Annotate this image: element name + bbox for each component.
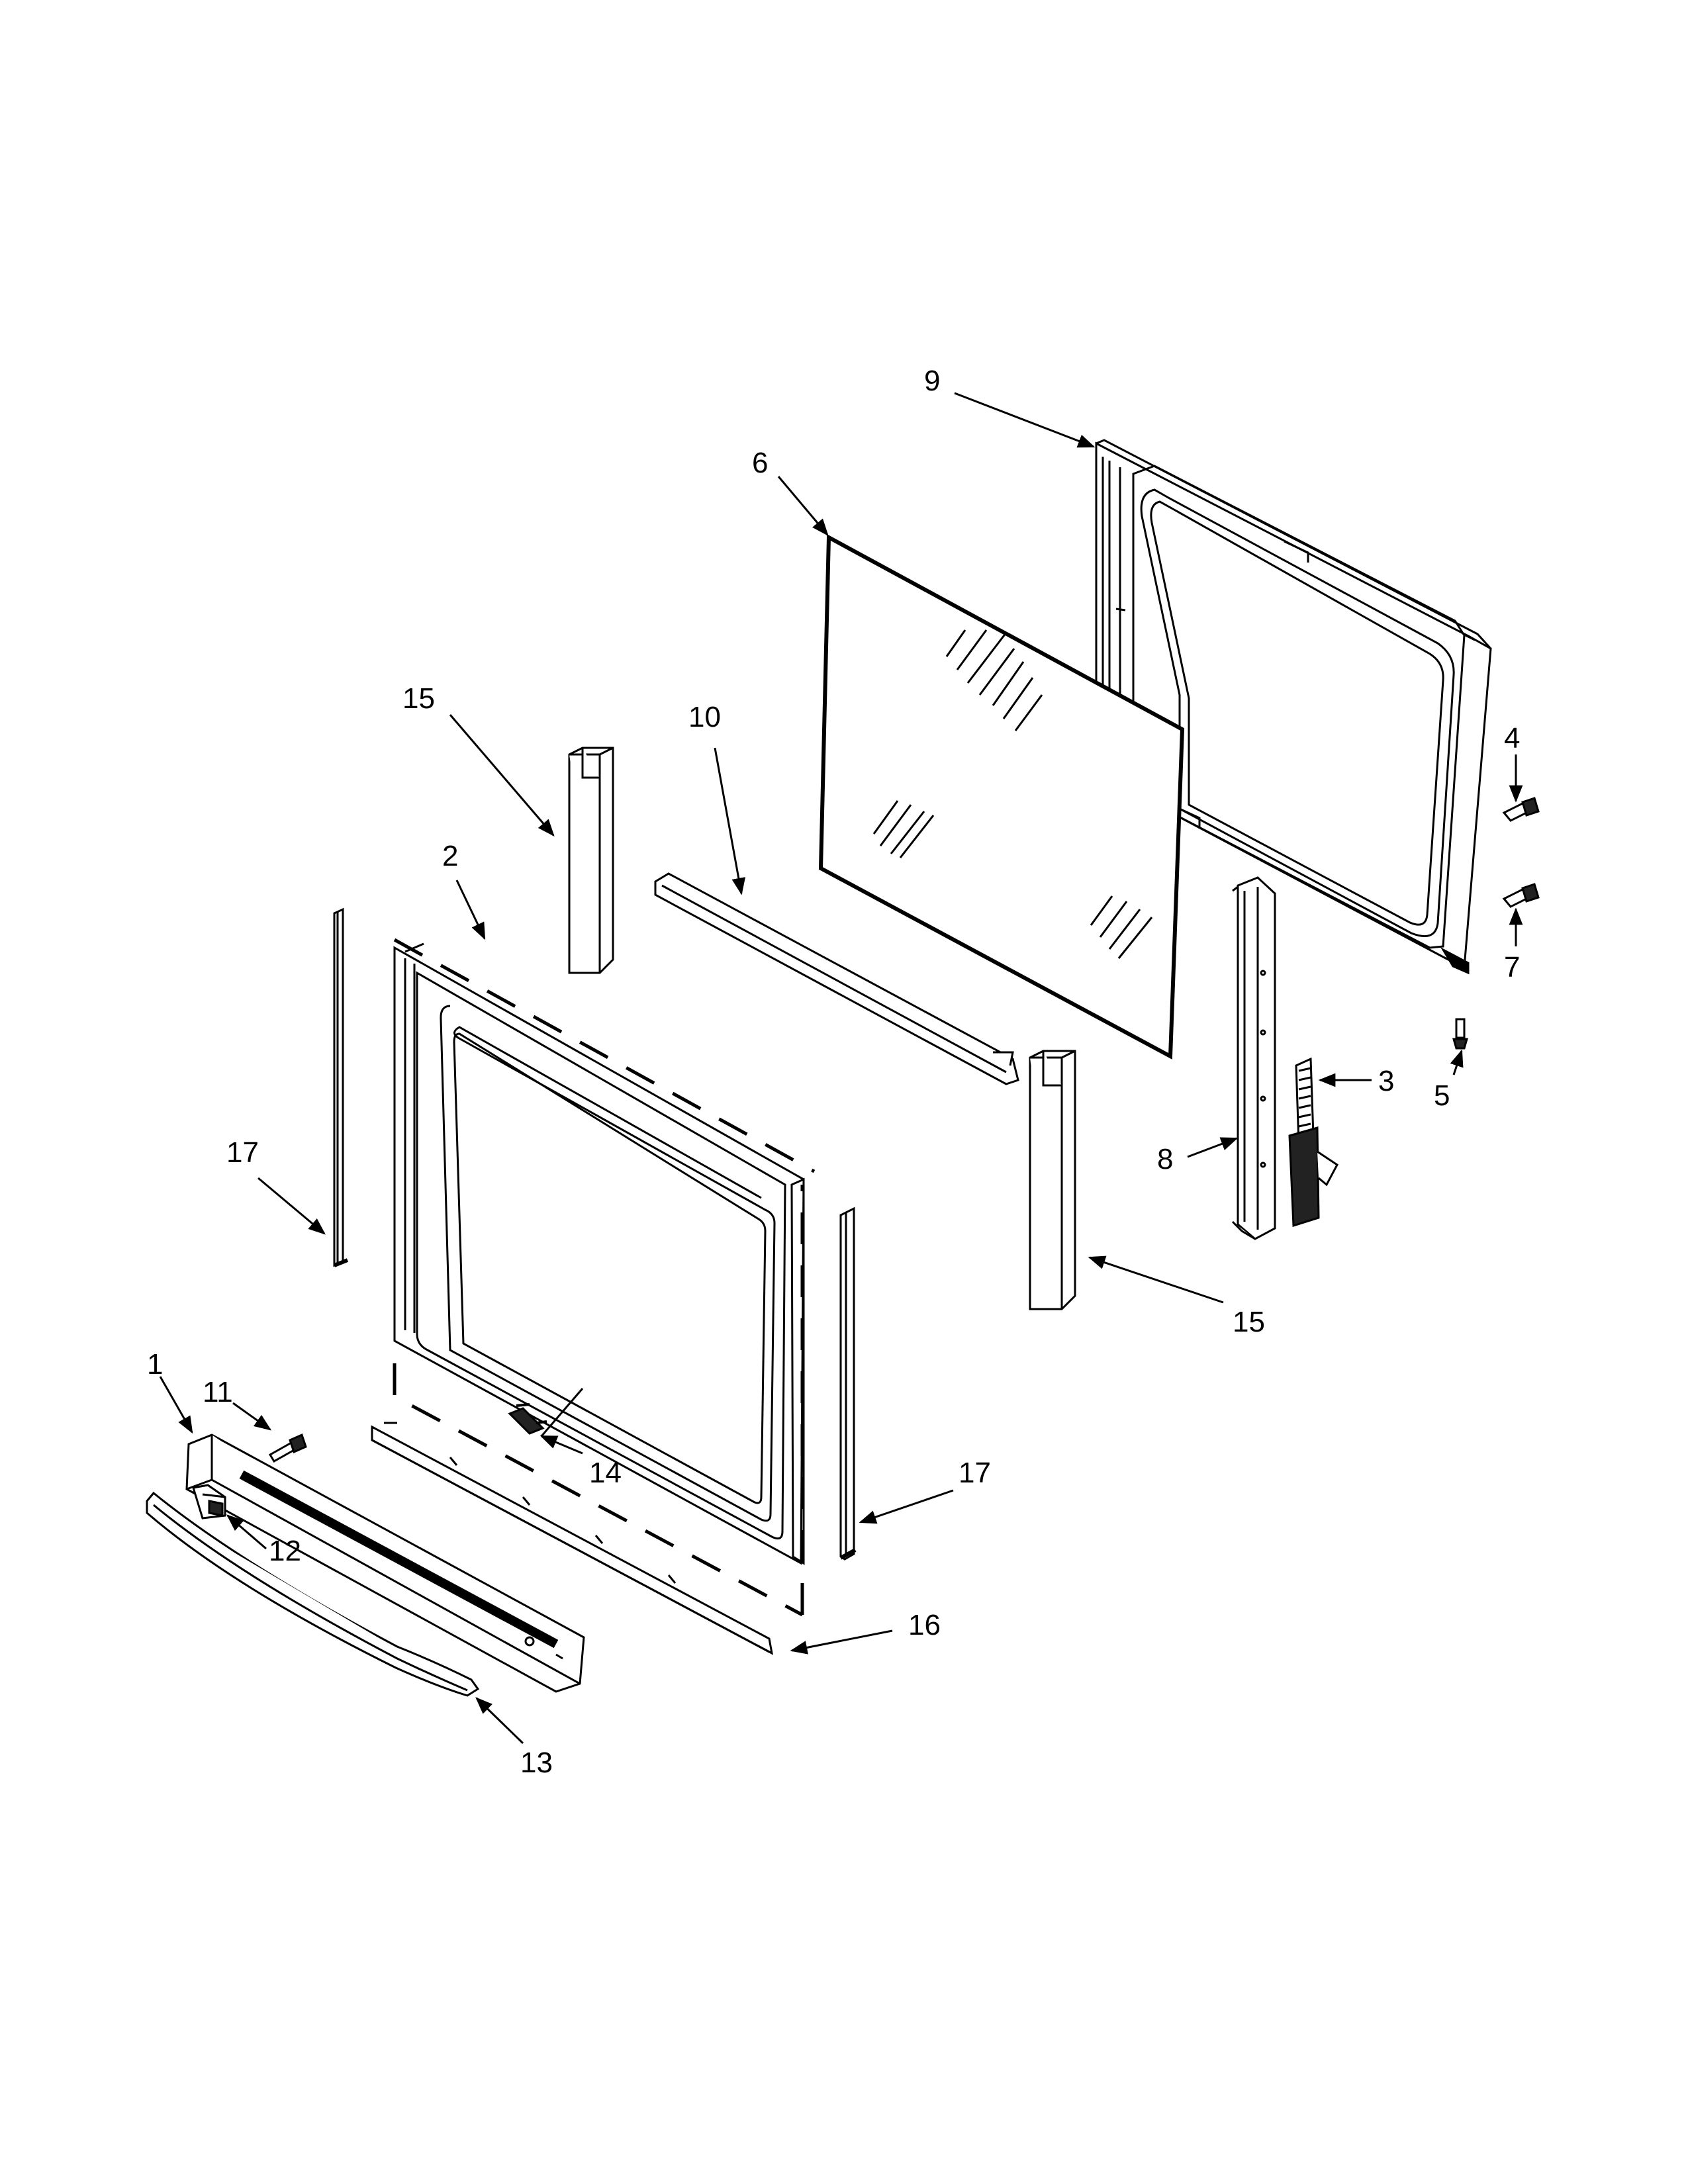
part-handle <box>146 1491 480 1697</box>
part-outer-door-panel <box>393 938 816 1617</box>
callout-7: 7 <box>1504 951 1520 983</box>
callout-15b: 15 <box>1233 1306 1265 1338</box>
arrow-15-upper <box>449 714 555 837</box>
part-glass-panel <box>818 534 1185 1060</box>
callout-5: 5 <box>1434 1079 1450 1112</box>
callout-1: 1 <box>147 1348 163 1381</box>
callout-4: 4 <box>1504 722 1520 754</box>
part-side-trim-right <box>839 1206 857 1561</box>
arrow-1 <box>159 1376 193 1434</box>
part-inner-door-frame <box>1095 439 1492 975</box>
arrow-5 <box>1450 1049 1464 1075</box>
arrow-14-tail <box>540 1388 584 1437</box>
part-screw-11 <box>268 1433 307 1463</box>
callout-labels: 9 6 15 10 2 4 7 5 3 8 17 15 1 11 14 17 1… <box>147 365 1520 1779</box>
arrow-15-lower <box>1088 1255 1224 1304</box>
arrow-11 <box>232 1402 272 1431</box>
leader-arrows <box>159 392 1523 1745</box>
arrow-9 <box>954 392 1096 448</box>
callout-8: 8 <box>1157 1143 1173 1175</box>
arrow-8 <box>1187 1137 1239 1158</box>
part-screw-5 <box>1452 1018 1468 1050</box>
part-spacer-block-lower <box>1029 1050 1076 1310</box>
part-spacer-block-upper <box>568 747 614 974</box>
callout-6: 6 <box>752 447 768 479</box>
arrow-13 <box>475 1697 524 1745</box>
arrow-2 <box>455 880 486 940</box>
part-logo-badge <box>508 1403 547 1435</box>
part-side-trim-left <box>333 907 349 1267</box>
part-hinge <box>1288 1057 1338 1228</box>
part-handle-end-cap <box>192 1484 226 1520</box>
part-bottom-vent-channel <box>371 1422 774 1655</box>
part-trim-strip <box>654 872 1019 1085</box>
arrow-17-left <box>258 1177 326 1235</box>
arrow-17-right <box>859 1489 954 1524</box>
arrow-14 <box>539 1435 583 1455</box>
callout-2: 2 <box>442 840 458 872</box>
callout-11: 11 <box>203 1376 233 1408</box>
callout-9: 9 <box>924 365 940 397</box>
callout-13: 13 <box>520 1747 553 1779</box>
arrow-12 <box>226 1514 267 1550</box>
callout-17b: 17 <box>959 1457 991 1489</box>
part-screw-4 <box>1502 797 1540 822</box>
callout-16: 16 <box>908 1609 941 1641</box>
part-handle-bracket <box>185 1433 585 1693</box>
arrow-6 <box>777 476 829 536</box>
callout-17a: 17 <box>226 1136 259 1169</box>
arrow-10 <box>714 747 746 895</box>
callout-3: 3 <box>1378 1065 1394 1097</box>
callout-10: 10 <box>688 701 721 733</box>
callout-15a: 15 <box>402 682 435 715</box>
callout-12: 12 <box>269 1535 301 1567</box>
callout-14: 14 <box>589 1457 622 1489</box>
arrow-16 <box>790 1629 893 1655</box>
part-screw-7 <box>1502 883 1540 908</box>
part-hinge-receiver <box>1231 876 1276 1240</box>
